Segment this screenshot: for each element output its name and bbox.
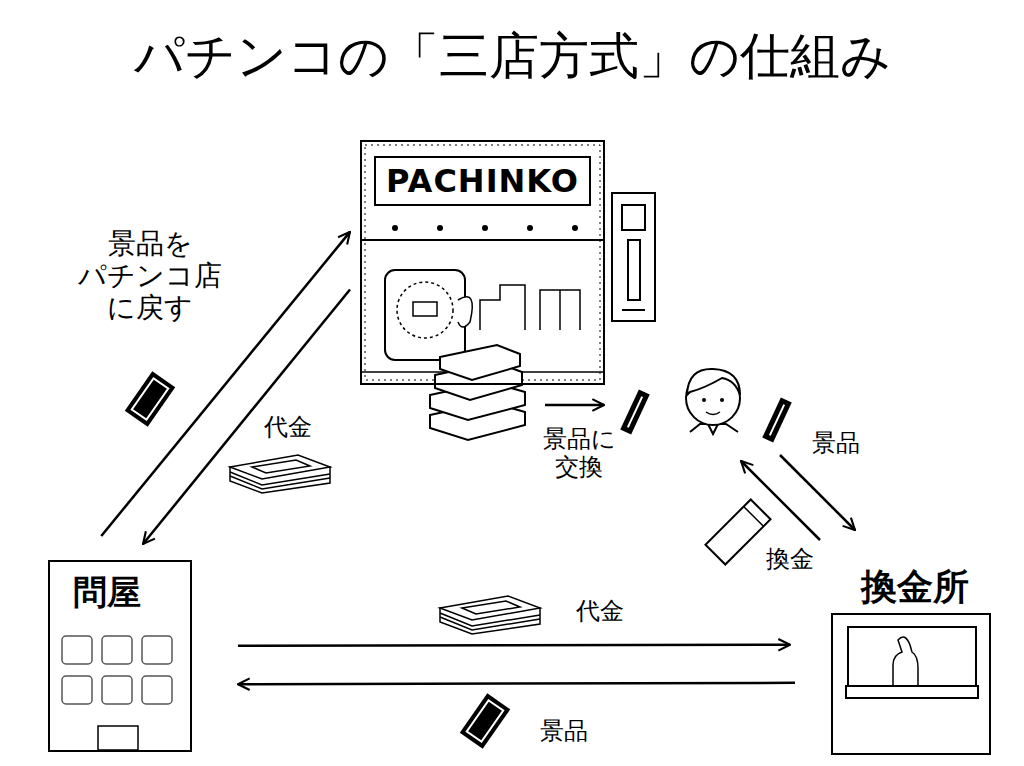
ball-tray <box>440 345 520 380</box>
prize-stick <box>620 390 649 435</box>
edge-label: 景品を パチンコ店 に戻す <box>64 228 236 325</box>
ball-trays <box>430 345 525 440</box>
customer-mouth <box>706 412 720 415</box>
booth-window <box>848 627 976 687</box>
prize-stick-mark <box>628 397 642 428</box>
money-stack-top <box>230 455 330 479</box>
node-label: PACHINKO <box>374 156 591 206</box>
money-band <box>462 601 520 614</box>
window <box>62 636 92 664</box>
prize-packet-mark <box>132 378 169 419</box>
machine-dial <box>397 282 453 338</box>
edge-label: 景品 <box>532 718 596 746</box>
node-label: 問屋 <box>73 572 190 613</box>
cash-envelope <box>705 499 770 564</box>
pachinko-machine <box>385 270 465 360</box>
customer-eye <box>702 398 706 402</box>
diagram-title: パチンコの「三店方式」の仕組み <box>0 26 1024 86</box>
side-sign <box>612 193 655 321</box>
money-band <box>252 460 310 473</box>
light-frame <box>365 145 600 380</box>
lamp <box>482 225 488 231</box>
exchange-booth <box>832 614 990 754</box>
money-stack-top <box>440 596 540 620</box>
parlor-node: PACHINKO <box>360 140 605 385</box>
edge-label: 代金 <box>568 598 632 626</box>
window <box>102 676 132 704</box>
lamp-row <box>392 225 578 231</box>
lamp <box>392 225 398 231</box>
booth-counter <box>846 686 978 698</box>
flow-label: 換金 <box>760 546 820 574</box>
wholesaler-door <box>98 726 138 750</box>
prize-packet-body <box>125 371 175 426</box>
flow-arrow <box>143 289 350 544</box>
customer-figure <box>686 369 740 434</box>
side-sign-pattern <box>622 205 645 310</box>
flow-label: 景品に 交換 <box>538 426 620 481</box>
prize-packet-mark <box>467 700 504 741</box>
interior-lines <box>480 285 580 330</box>
flow-arrow <box>238 683 795 684</box>
flow-arrow <box>238 645 790 646</box>
customer-hair <box>687 369 740 395</box>
money-stack <box>230 455 330 493</box>
window <box>62 676 92 704</box>
flow-label: 景品 <box>806 430 866 458</box>
envelope-flap <box>744 507 764 527</box>
prize-stick-body <box>762 398 791 443</box>
exchange-arrow <box>545 404 604 407</box>
prize-stick-mark <box>770 405 784 436</box>
wholesaler-node: 問屋 <box>48 560 192 752</box>
booth-frame <box>832 614 990 754</box>
prize-arrow <box>780 455 855 530</box>
lamp <box>527 225 533 231</box>
prize-packet <box>125 371 175 426</box>
machine-screen <box>413 302 437 316</box>
exchange-node: 換金所 <box>828 565 1002 755</box>
envelope-body <box>705 499 770 564</box>
window <box>142 676 172 704</box>
customer-eye <box>720 398 724 402</box>
edge-label: 代金 <box>256 414 320 442</box>
parlor-building <box>362 145 655 380</box>
clerk-silhouette <box>893 637 918 686</box>
prize-packet <box>460 693 510 748</box>
prize-stick-body <box>620 390 649 435</box>
money-stack <box>440 596 540 634</box>
facade-line <box>362 239 603 241</box>
prize-packet-body <box>460 693 510 748</box>
lamp <box>437 225 443 231</box>
wholesaler-windows <box>62 636 172 704</box>
window <box>142 636 172 664</box>
window <box>102 636 132 664</box>
machine-handle <box>458 297 472 327</box>
node-label: 換金所 <box>828 565 1002 608</box>
lamp <box>572 225 578 231</box>
prize-stick <box>762 398 791 443</box>
